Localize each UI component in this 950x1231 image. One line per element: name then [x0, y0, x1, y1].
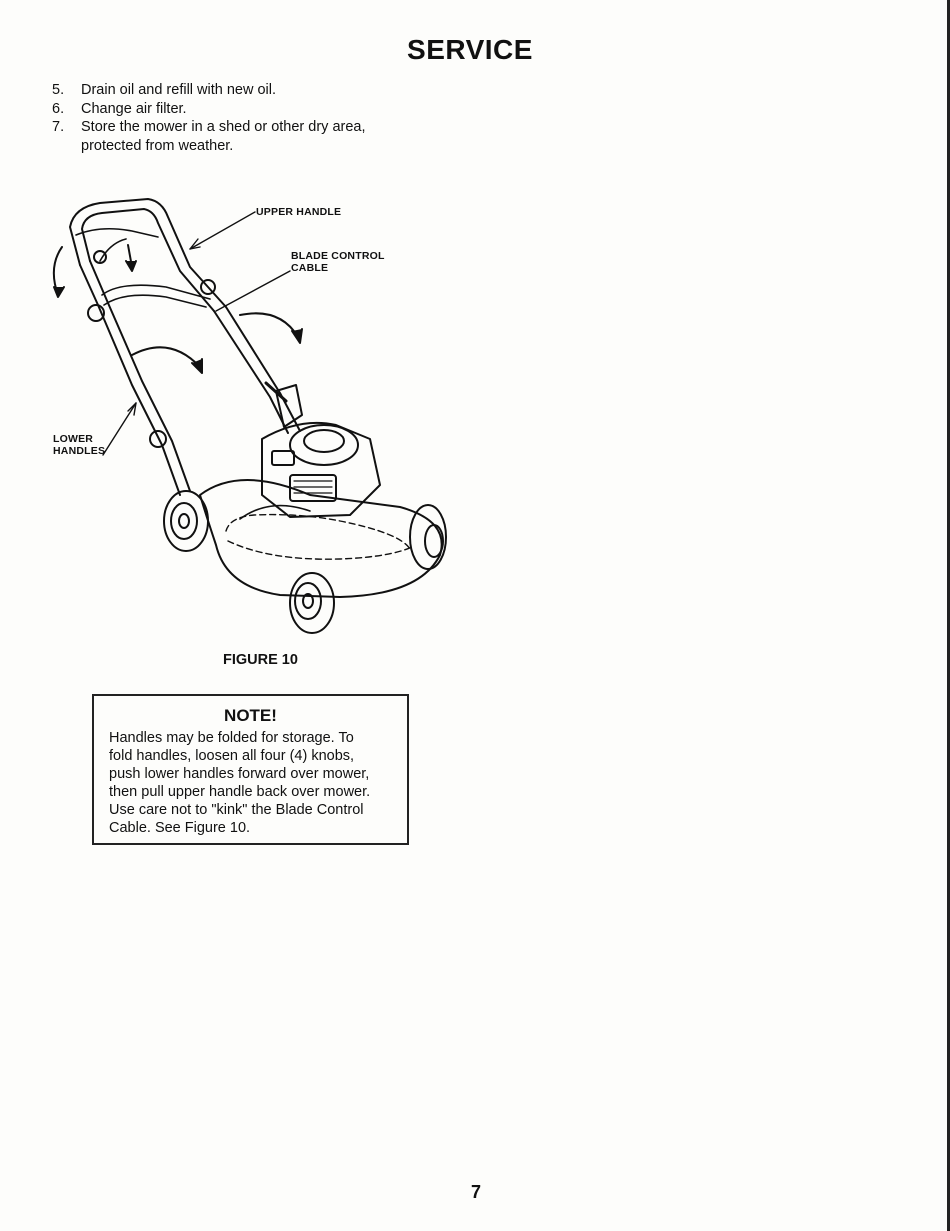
callout-blade-control-line1: BLADE CONTROL — [291, 250, 385, 262]
page-title: SERVICE — [407, 34, 533, 65]
note-line: then pull upper handle back over mower. — [109, 784, 371, 800]
note-line: Handles may be folded for storage. To — [109, 730, 354, 746]
list-item: 7. Store the mower in a shed or other dry… — [52, 118, 366, 137]
note-box: NOTE! Handles may be folded for storage.… — [92, 694, 409, 845]
figure-caption: FIGURE 10 — [223, 652, 298, 668]
step-text: Drain oil and refill with new oil. — [81, 82, 277, 98]
page-number: 7 — [471, 1182, 482, 1202]
step-text: Change air filter. — [81, 100, 187, 117]
list-item: protected from weather. — [52, 137, 366, 156]
callout-lower-line1: LOWER — [53, 433, 94, 445]
step-text: Store the mower in a shed or other dry a… — [81, 119, 366, 135]
service-steps-list: 5. Drain oil and refill with new oil. 6. C… — [52, 81, 366, 155]
step-number: 7. — [52, 119, 65, 135]
note-line: Cable. See Figure 10. — [109, 820, 251, 836]
note-line: fold handles, loosen all four (4) knobs, — [109, 748, 355, 764]
list-item: 6. Change air filter. — [52, 100, 366, 119]
list-item: 5. Drain oil and refill with new oil. — [52, 81, 366, 100]
callout-lower-line2: HANDLES — [53, 445, 106, 457]
note-line: Use care not to "kink" the Blade Control — [109, 802, 364, 818]
step-number: 5. — [52, 82, 65, 98]
step-number: 6. — [52, 100, 65, 117]
note-line: push lower handles forward over mower, — [109, 766, 370, 782]
note-title: NOTE! — [224, 706, 277, 725]
mower-illustration — [52, 198, 447, 634]
callout-upper-handle: UPPER HANDLE — [256, 206, 342, 218]
mower-figure: UPPER HANDLE BLADE CONTROL CABLE LOWER H… — [40, 195, 460, 645]
callout-blade-control-line2: CABLE — [291, 262, 329, 274]
note-text: Handles may be folded for storage. To fo… — [109, 729, 399, 837]
step-text: protected from weather. — [81, 137, 234, 154]
page-edge-rule — [947, 0, 950, 1231]
